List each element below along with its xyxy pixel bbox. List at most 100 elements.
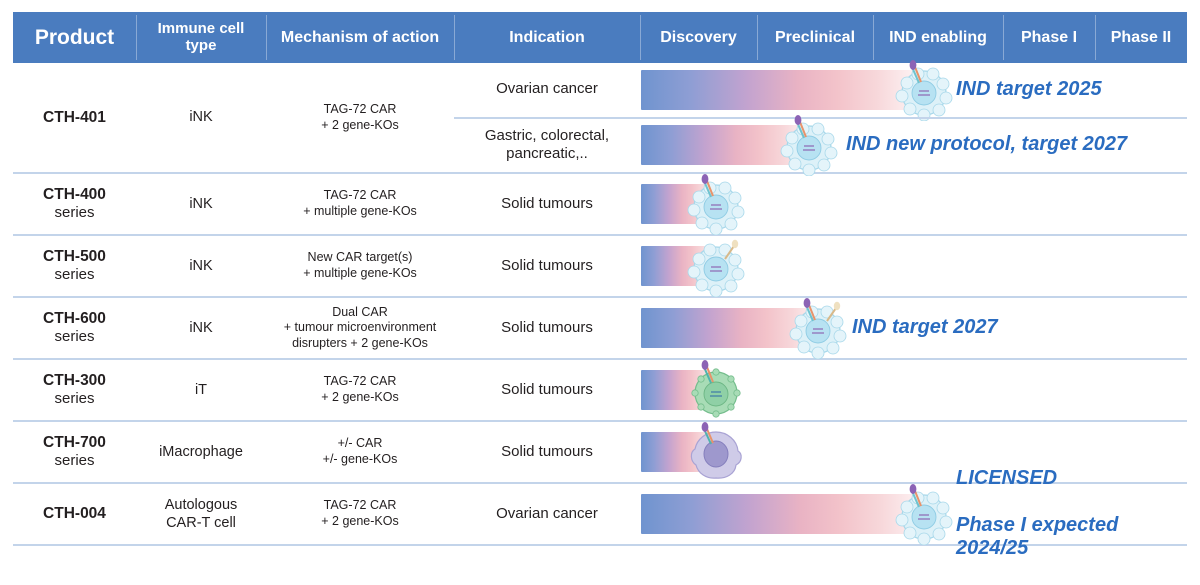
product-series: series xyxy=(54,204,95,222)
header-stage-ind-enabling: IND enabling xyxy=(873,12,1003,63)
indication-label: Solid tumours xyxy=(501,318,593,336)
row-product-cth-300: CTH-300 series xyxy=(13,360,136,420)
moa-line-1: Dual CAR xyxy=(332,304,388,319)
progress-bar xyxy=(641,69,921,110)
timeline-track xyxy=(640,360,1187,420)
header-immune-cell-type: Immune cell type xyxy=(136,12,266,63)
row-indication: Solid tumours xyxy=(454,174,640,234)
moa-line-1: TAG-72 CAR xyxy=(323,374,397,389)
indication-label: Solid tumours xyxy=(501,442,593,460)
row-indication: Solid tumours xyxy=(454,360,640,420)
row-cell-type: iNK xyxy=(136,298,266,358)
row-mechanism: TAG-72 CAR + 2 gene-KOs xyxy=(266,360,454,420)
moa-line-3: disrupters + 2 gene-KOs xyxy=(292,335,428,350)
table-header-row: Product Immune cell type Mechanism of ac… xyxy=(13,12,1187,63)
indication-line-1: Gastric, colorectal, xyxy=(484,126,610,144)
row-mechanism: New CAR target(s) + multiple gene-KOs xyxy=(266,236,454,296)
moa-line-2: + tumour microenvironment xyxy=(283,320,437,335)
table-row: CTH-500 series iNK New CAR target(s) + m… xyxy=(13,236,1187,298)
sub-row-gastric: Gastric, colorectal, pancreatic,.. xyxy=(454,115,1187,177)
moa-line-1: TAG-72 CAR xyxy=(323,498,397,513)
row-mechanism: +/- CAR +/- gene-KOs xyxy=(266,422,454,482)
row-product-cth-400: CTH-400 series xyxy=(13,174,136,234)
row-cell-type: iNK xyxy=(136,63,266,172)
annotation-line-1: LICENSED xyxy=(956,466,1058,489)
header-product: Product xyxy=(34,25,115,49)
product-series: series xyxy=(54,266,95,284)
moa-line-2: + 2 gene-KOs xyxy=(321,514,399,528)
header-mechanism-of-action: Mechanism of action xyxy=(266,12,454,63)
header-stage-preclinical: Preclinical xyxy=(757,12,873,63)
product-series: series xyxy=(54,328,95,346)
timeline-track xyxy=(640,174,1187,235)
cell-type-label: iT xyxy=(194,381,208,398)
row-product-cth-500: CTH-500 series xyxy=(13,236,136,296)
pipeline-chart: Product Immune cell type Mechanism of ac… xyxy=(13,12,1187,560)
moa-line-2: + multiple gene-KOs xyxy=(303,266,417,280)
row-product-cth-700: CTH-700 series xyxy=(13,422,136,482)
sub-row-ovarian: Ovarian cancer xyxy=(454,59,1187,121)
moa-line-2: +/- gene-KOs xyxy=(322,452,398,466)
row-cell-type: iT xyxy=(136,360,266,420)
indication-label: Ovarian cancer xyxy=(496,504,598,522)
header-stage-phase-ii: Phase II xyxy=(1095,12,1187,63)
progress-bar xyxy=(641,125,811,166)
row-mechanism: TAG-72 CAR + multiple gene-KOs xyxy=(266,174,454,234)
timeline-track xyxy=(640,236,1187,297)
cell-type-label: iNK xyxy=(189,109,213,126)
annotation-ind-target: IND target 2025 xyxy=(956,77,1102,100)
product-name: CTH-300 xyxy=(43,371,106,389)
row-product-cth-401: CTH-401 xyxy=(13,63,136,172)
timeline-track: IND target 2027 xyxy=(640,298,1187,359)
progress-bar xyxy=(641,246,714,286)
moa-line-2: + multiple gene-KOs xyxy=(303,204,417,218)
annotation-line-2: Phase I expected 2024/25 xyxy=(956,514,1119,560)
table-row: CTH-300 series iT TAG-72 CAR + 2 gene-KO… xyxy=(13,360,1187,422)
row-mechanism: TAG-72 CAR + 2 gene-KOs xyxy=(266,63,454,172)
annotation-ind-target: IND target 2027 xyxy=(852,316,998,339)
product-series: series xyxy=(54,452,95,470)
row-product-cth-004: CTH-004 xyxy=(13,484,136,544)
progress-bar xyxy=(641,308,821,348)
product-name: CTH-401 xyxy=(43,108,106,126)
row-mechanism: TAG-72 CAR + 2 gene-KOs xyxy=(266,484,454,544)
header-stage-phase-i: Phase I xyxy=(1003,12,1095,63)
moa-line-1: +/- CAR xyxy=(337,436,383,451)
table-row: CTH-004 Autologous CAR-T cell TAG-72 CAR… xyxy=(13,467,1187,560)
row-indication: Solid tumours xyxy=(454,236,640,296)
table-row: CTH-401 iNK TAG-72 CAR + 2 gene-KOs Ovar… xyxy=(13,59,1187,177)
cell-type-label: iMacrophage xyxy=(159,443,243,460)
table-row: CTH-400 series iNK TAG-72 CAR + multiple… xyxy=(13,174,1187,236)
moa-line-1: New CAR target(s) xyxy=(307,250,413,265)
moa-line-1: TAG-72 CAR xyxy=(323,101,397,116)
product-series: series xyxy=(54,390,95,408)
row-indication: Solid tumours xyxy=(454,298,640,358)
timeline-track: LICENSED Phase I expected 2024/25 xyxy=(640,467,1187,560)
timeline-track: IND target 2025 xyxy=(640,59,1187,121)
indication-label: Solid tumours xyxy=(501,256,593,274)
progress-bar xyxy=(641,370,714,410)
product-name: CTH-500 xyxy=(43,247,106,265)
row-indication-and-timeline: Ovarian cancer xyxy=(454,59,1187,177)
indication-line-2: pancreatic,.. xyxy=(506,145,588,163)
indication-label: Solid tumours xyxy=(501,194,593,212)
cell-type-label: iNK xyxy=(189,257,213,274)
row-product-cth-600: CTH-600 series xyxy=(13,298,136,358)
timeline-track: IND new protocol, target 2027 xyxy=(640,115,1187,177)
row-mechanism: Dual CAR + tumour microenvironment disru… xyxy=(266,298,454,358)
indication-label: Ovarian cancer xyxy=(496,80,598,98)
row-cell-type: iMacrophage xyxy=(136,422,266,482)
row-cell-type: iNK xyxy=(136,236,266,296)
header-indication: Indication xyxy=(454,12,640,63)
indication-label: Solid tumours xyxy=(501,380,593,398)
moa-line-1: TAG-72 CAR xyxy=(323,188,397,203)
annotation-ind-new-protocol: IND new protocol, target 2027 xyxy=(846,133,1128,156)
row-cell-type: iNK xyxy=(136,174,266,234)
moa-line-2: + 2 gene-KOs xyxy=(321,117,399,132)
product-name: CTH-600 xyxy=(43,309,106,327)
progress-bar xyxy=(641,184,714,224)
progress-bar xyxy=(641,494,926,534)
indication-label: Gastric, colorectal, pancreatic,.. xyxy=(454,127,640,165)
row-indication: Ovarian cancer xyxy=(454,484,640,544)
table-body: CTH-401 iNK TAG-72 CAR + 2 gene-KOs Ovar… xyxy=(13,59,1187,560)
